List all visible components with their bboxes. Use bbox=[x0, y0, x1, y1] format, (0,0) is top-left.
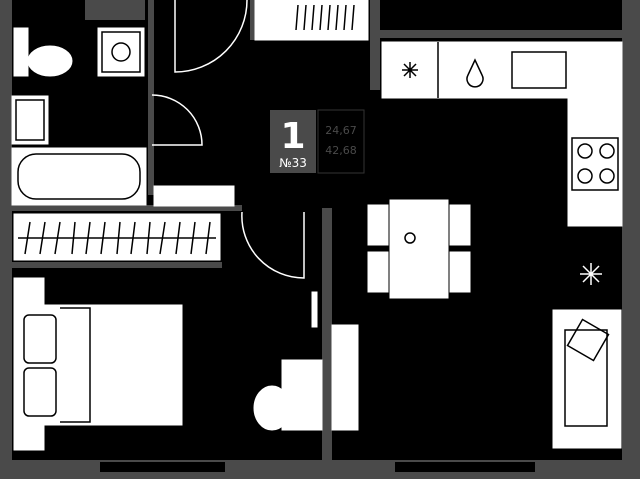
apartment-number: №33 bbox=[279, 156, 307, 170]
windows bbox=[100, 0, 615, 472]
kitchen-counter bbox=[381, 41, 623, 227]
apartment-label: 1 №33 24,67 42,68 bbox=[270, 109, 365, 174]
bedroom-door bbox=[241, 211, 305, 279]
sink-bathroom bbox=[11, 95, 49, 145]
bathroom-door bbox=[151, 94, 203, 146]
living-area: 24,67 bbox=[325, 124, 357, 137]
dining-table bbox=[367, 199, 471, 299]
sofa bbox=[552, 309, 622, 449]
washing-machine bbox=[97, 27, 145, 77]
stove bbox=[571, 137, 619, 191]
bathtub bbox=[11, 147, 147, 206]
shoe-shelf bbox=[254, 0, 369, 41]
desk bbox=[253, 291, 359, 431]
toilet bbox=[13, 27, 73, 77]
plant bbox=[580, 263, 602, 285]
entrance-door bbox=[174, 0, 248, 73]
total-area: 42,68 bbox=[325, 144, 357, 157]
hallway-bench bbox=[153, 185, 235, 207]
rooms-count: 1 bbox=[280, 116, 305, 157]
double-bed bbox=[13, 277, 183, 451]
wardrobe bbox=[13, 213, 221, 261]
